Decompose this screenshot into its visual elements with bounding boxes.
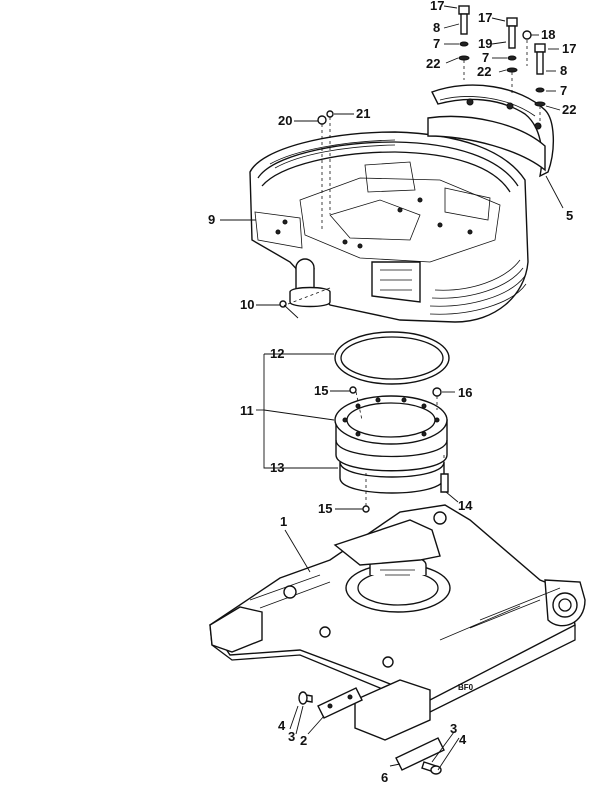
callout-6: 6 [381, 770, 388, 785]
callout-4: 4 [459, 732, 467, 747]
callout-3: 3 [288, 729, 295, 744]
bolt-18 [522, 30, 532, 66]
callout-13: 13 [270, 460, 284, 475]
callout-4: 4 [278, 718, 286, 733]
callout-17: 17 [430, 0, 444, 13]
callout-10: 10 [240, 297, 254, 312]
bolt-stack-left [458, 5, 470, 80]
callout-2: 2 [300, 733, 307, 748]
guard-plate-2 [317, 687, 363, 719]
callout-9: 9 [208, 212, 215, 227]
callout-14: 14 [458, 498, 473, 513]
bolt-stack-middle [506, 17, 518, 96]
bolts-20-21 [317, 110, 334, 230]
bolt-stack-right [534, 43, 546, 128]
leader-lines [220, 5, 564, 771]
callout-22: 22 [562, 102, 576, 117]
callout-labels: 17 8 7 22 17 19 7 22 18 17 8 7 22 20 21 … [208, 0, 576, 785]
callout-1: 1 [280, 514, 287, 529]
callout-17: 17 [562, 41, 576, 56]
seal-ring-12 [334, 331, 450, 385]
callout-8: 8 [560, 63, 567, 78]
track-frame: BF0 [209, 504, 586, 741]
callout-19: 19 [478, 36, 492, 51]
callout-17: 17 [478, 10, 492, 25]
guard-plate-6 [395, 737, 445, 771]
frame-marking: BF0 [458, 683, 474, 692]
callout-3: 3 [450, 721, 457, 736]
callout-21: 21 [356, 106, 370, 121]
callout-11: 11 [240, 403, 254, 418]
bolt-14 [440, 452, 449, 493]
revolving-frame [249, 131, 529, 323]
callout-22: 22 [477, 64, 491, 79]
callout-22: 22 [426, 56, 440, 71]
callout-12: 12 [270, 346, 284, 361]
callout-18: 18 [541, 27, 555, 42]
callout-7: 7 [433, 36, 440, 51]
cover-plate [427, 84, 555, 178]
swing-bearing-11 [334, 395, 448, 472]
callout-16: 16 [458, 385, 472, 400]
callout-7: 7 [482, 50, 489, 65]
bolt-16 [432, 387, 442, 410]
callout-15: 15 [314, 383, 328, 398]
callout-5: 5 [566, 208, 573, 223]
bolts-3-4 [298, 691, 442, 775]
callout-15: 15 [318, 501, 332, 516]
callout-8: 8 [433, 20, 440, 35]
callout-20: 20 [278, 113, 292, 128]
callout-7: 7 [560, 83, 567, 98]
